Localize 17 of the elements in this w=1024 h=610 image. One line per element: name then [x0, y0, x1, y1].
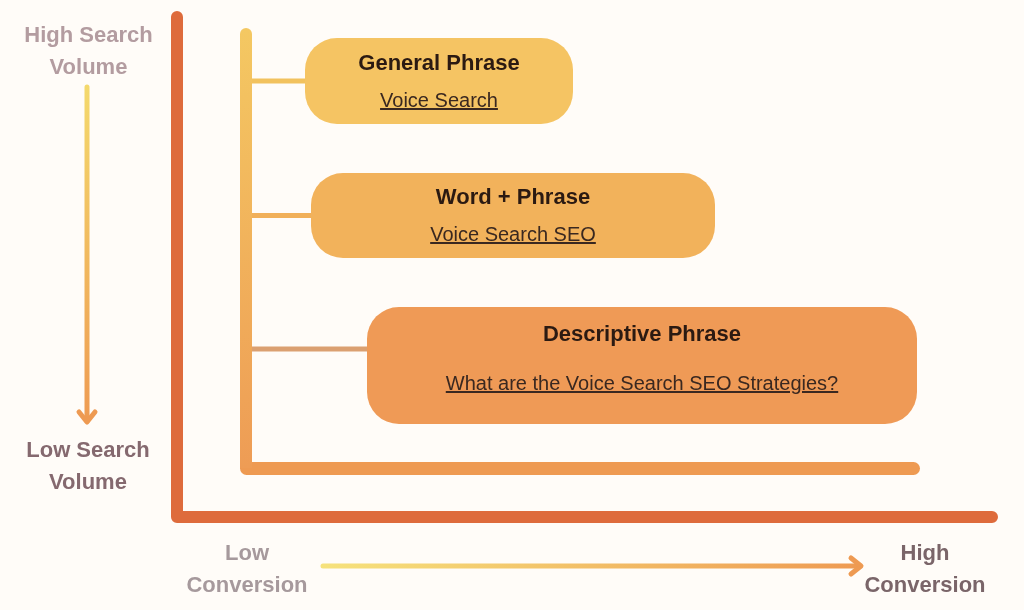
category-box — [305, 38, 573, 124]
axis-label: Low Search Volume — [25, 436, 151, 496]
category-box — [367, 307, 917, 424]
axis-label: Low Conversion — [185, 539, 309, 599]
axis-label: High Search Volume — [23, 21, 154, 81]
connector-line — [252, 78, 305, 84]
example-query: Voice Search — [380, 87, 498, 113]
phrase-title: Word + Phrase — [435, 184, 591, 210]
phrase-title: General Phrase — [358, 49, 520, 76]
example-query: What are the Voice Search SEO Strategies? — [445, 371, 839, 396]
axis-label: High Conversion — [863, 539, 987, 599]
connector-line — [252, 346, 367, 352]
category-box — [311, 173, 715, 258]
connector-line — [252, 213, 311, 218]
bracket-bar — [240, 28, 252, 468]
example-query: Voice Search SEO — [430, 222, 596, 247]
phrase-title: Descriptive Phrase — [542, 321, 742, 347]
